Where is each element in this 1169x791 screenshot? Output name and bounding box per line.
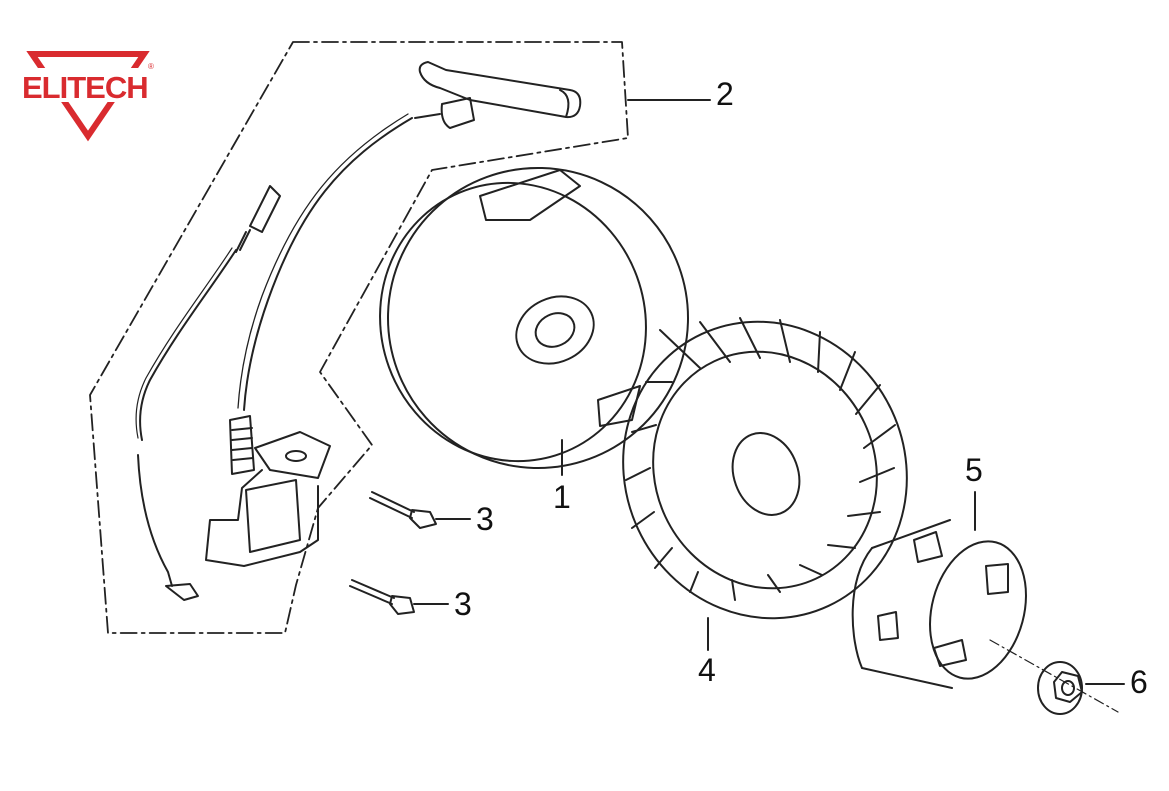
callout-6: 6 [1130,664,1148,700]
ht-lead-wire [243,117,413,411]
callout-4: 4 [698,652,716,688]
spark-plug-cap [414,61,582,129]
callout-1: 1 [553,479,571,515]
callout-3a: 3 [476,501,494,537]
brand-name: ELITECH [22,70,149,105]
flywheel-rotor [379,167,689,469]
axis-centerline [989,639,1119,713]
bolt-upper [369,491,437,529]
starter-cup [851,519,1027,689]
brand-logo: ELITECH ® [18,48,158,143]
ignition-coil [205,415,331,567]
cooling-fan [622,317,908,620]
registered-mark: ® [148,62,154,71]
callout-3b: 3 [454,586,472,622]
flange-nut [1037,661,1083,715]
ignition-group-boundary [89,41,629,634]
bolt-lower [349,579,415,615]
kill-switch-wire [135,185,281,601]
callout-2: 2 [716,76,734,112]
callout-5: 5 [965,452,983,488]
logo-triangle-icon [18,51,158,142]
